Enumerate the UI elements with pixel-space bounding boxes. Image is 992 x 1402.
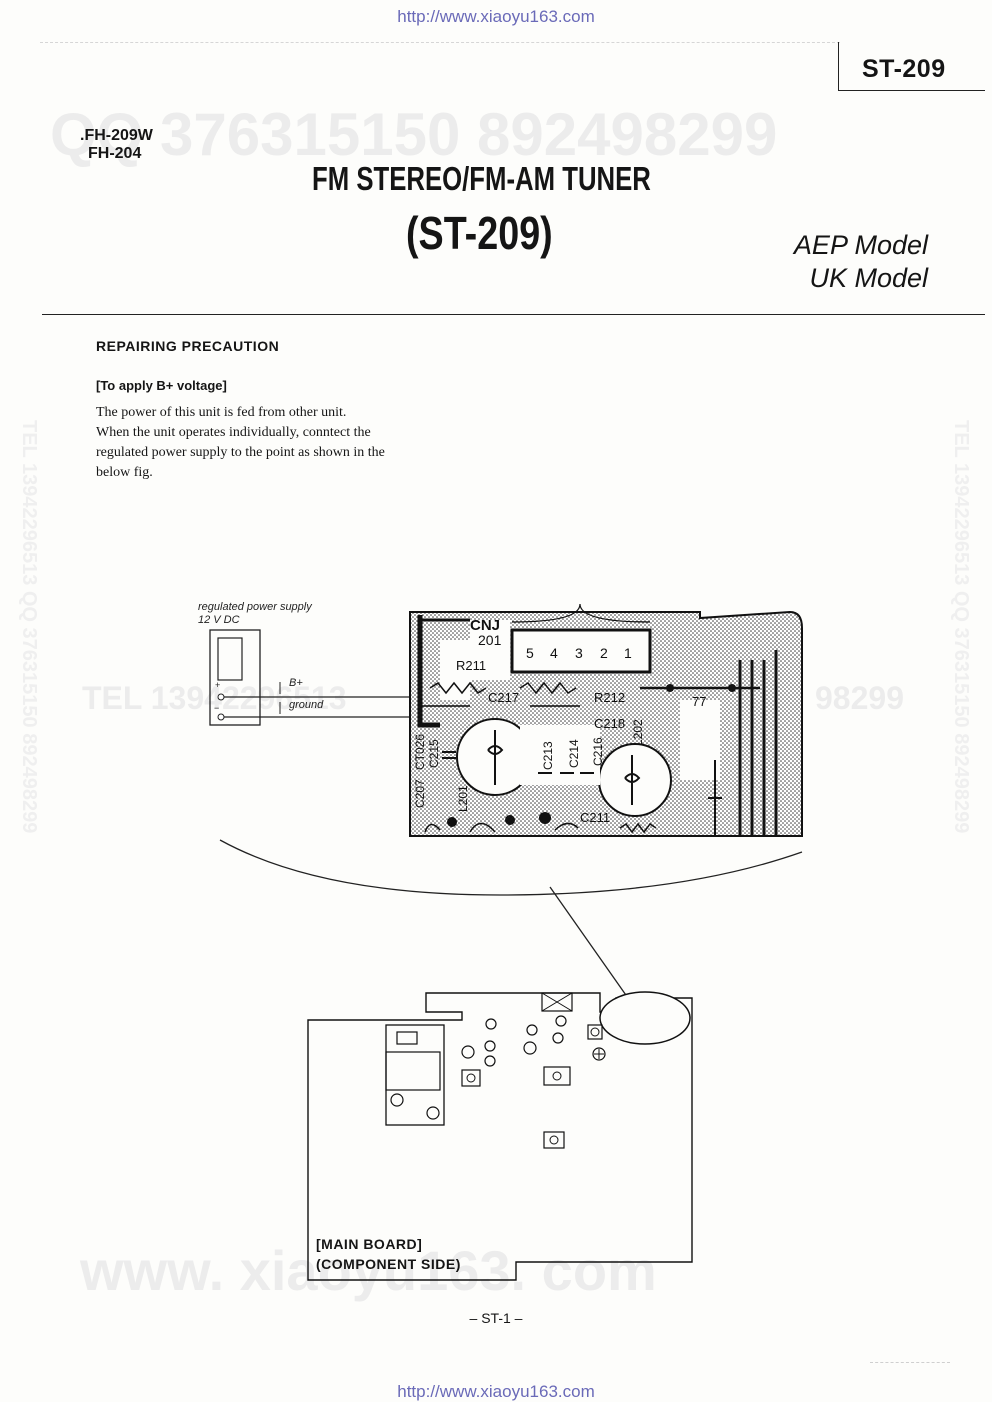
applies-to-list: .FH-209W FH-204	[80, 127, 153, 163]
pcb-label-r212: R212	[594, 690, 625, 705]
watermark-tel: TEL 13942296513	[82, 680, 347, 716]
connector-pin-5: 5	[526, 645, 534, 661]
footer-url[interactable]: http://www.xiaoyu163.com	[397, 1382, 595, 1401]
pcb-label-cnj: CNJ	[470, 617, 500, 634]
pcb-label-c216: C216	[591, 737, 605, 766]
page-subtitle: (ST-209)	[406, 207, 553, 259]
board-label-line1: [MAIN BOARD]	[316, 1236, 423, 1252]
pcb-label-c214: C214	[567, 739, 581, 768]
pcb-label-ct026: CT026	[413, 734, 427, 770]
model-variants: AEP Model UK Model	[700, 229, 928, 295]
section-rule	[42, 314, 985, 315]
svg-text:+: +	[215, 680, 220, 690]
page-title: FM STEREO/FM-AM TUNER	[312, 160, 651, 197]
section-subheading: [To apply B+ voltage]	[96, 378, 227, 393]
connector-pin-1: 1	[624, 645, 632, 661]
instruction-paragraph: The power of this unit is fed from other…	[96, 403, 458, 483]
top-rule	[40, 42, 840, 43]
supply-label-2: 12 V DC	[198, 614, 240, 626]
model-tag-box	[838, 42, 985, 91]
pcb-label-c213: C213	[541, 741, 555, 770]
paragraph-line: regulated power supply to the point as s…	[96, 445, 385, 460]
board-label-line2: (COMPONENT SIDE)	[316, 1256, 461, 1272]
magnifier-arc	[219, 839, 803, 896]
pcb-label-c217: C217	[488, 690, 519, 705]
paragraph-line: below fig.	[96, 465, 153, 480]
applies-to-item: .FH-209W	[80, 127, 153, 144]
connector-pin-2: 2	[600, 645, 608, 661]
ground-label: ground	[289, 699, 324, 711]
pcb-closeup	[409, 603, 803, 837]
page-number: – ST-1 –	[469, 1310, 523, 1326]
variant-aep: AEP Model	[793, 230, 928, 260]
pcb-label-c215: C215	[427, 739, 441, 768]
section-heading: REPAIRING PRECAUTION	[96, 338, 280, 354]
pcb-label-c218: C218	[594, 716, 625, 731]
main-board-label: [MAIN BOARD] (COMPONENT SIDE)	[316, 1234, 461, 1274]
watermark-qq: QQ 376315150 892498299	[50, 101, 778, 168]
paragraph-line: The power of this unit is fed from other…	[96, 405, 347, 420]
footer-rule	[870, 1362, 950, 1363]
model-tag: ST-209	[862, 55, 946, 83]
power-supply-unit: + −	[209, 629, 261, 726]
main-board-outline	[307, 991, 693, 1281]
connector-pin-4: 4	[550, 645, 558, 661]
paragraph-line: When the unit operates individually, con…	[96, 425, 371, 440]
svg-text:−: −	[214, 703, 219, 713]
variant-uk: UK Model	[809, 263, 928, 293]
connector-pin-3: 3	[575, 645, 583, 661]
pcb-label-77: 77	[692, 694, 706, 709]
header-url[interactable]: http://www.xiaoyu163.com	[397, 7, 595, 26]
applies-to-item: FH-204	[88, 145, 142, 162]
supply-terminal-ground	[217, 713, 225, 721]
pcb-label-l201: L201	[456, 785, 470, 812]
bplus-label: B+	[289, 677, 303, 689]
pcb-label-cnj-num: 201	[478, 632, 502, 648]
pcb-label-c207: C207	[413, 779, 427, 808]
pcb-label-r211: R211	[456, 658, 486, 673]
supply-terminal-plus	[217, 693, 225, 701]
supply-label-1: regulated power supply	[198, 601, 313, 613]
magnifier-pointer	[549, 886, 629, 999]
watermark-tel-fragment: 98299	[815, 680, 904, 716]
pcb-label-l202: L202	[631, 719, 645, 746]
pcb-label-c211: C211	[580, 810, 610, 825]
watermark-bottom: www. xiaoyu163. com	[80, 1239, 657, 1302]
